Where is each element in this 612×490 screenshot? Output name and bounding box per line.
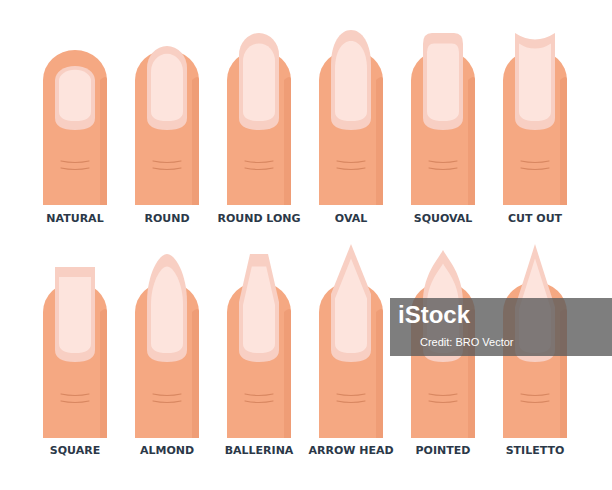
nail-shape <box>331 244 371 362</box>
nail-shape <box>331 30 371 130</box>
finger-shade <box>284 309 291 438</box>
finger-illustration <box>411 33 475 205</box>
knuckle-line <box>61 401 89 403</box>
finger-shade <box>100 77 107 205</box>
shape-label: ROUND LONG <box>217 212 300 225</box>
knuckle-line <box>245 401 273 403</box>
knuckle-line <box>429 168 457 170</box>
finger-illustration <box>227 254 291 438</box>
shape-label: BALLERINA <box>225 444 294 457</box>
nail-highlight <box>243 43 275 121</box>
nail-highlight <box>335 259 367 353</box>
nail-shape <box>147 254 187 362</box>
finger-shade <box>192 77 199 205</box>
nail-highlight <box>59 70 91 121</box>
knuckle-line <box>61 394 89 396</box>
shape-label: SQUARE <box>50 444 100 457</box>
watermark-text: iStock <box>398 302 470 328</box>
knuckle-line <box>521 161 549 163</box>
shape-label: STILETTO <box>506 444 565 457</box>
knuckle-line <box>337 401 365 403</box>
knuckle-line <box>521 401 549 403</box>
shape-label: ROUND <box>144 212 189 225</box>
finger-illustration <box>503 33 567 205</box>
finger-illustration <box>135 254 199 438</box>
nail-shape <box>515 33 555 130</box>
finger-illustration <box>43 50 107 205</box>
watermark-band <box>390 298 612 356</box>
nail-highlight <box>59 277 91 353</box>
knuckle-line <box>521 394 549 396</box>
knuckle-line <box>521 168 549 170</box>
watermark-text: Credit: BRO Vector <box>420 336 514 348</box>
knuckle-line <box>337 168 365 170</box>
nail-highlight <box>243 267 275 353</box>
nail-highlight <box>151 267 183 353</box>
finger-shade <box>376 77 383 205</box>
nail-shape <box>55 267 95 362</box>
finger-shade <box>100 309 107 438</box>
knuckle-line <box>61 168 89 170</box>
finger-shade <box>284 77 291 205</box>
knuckle-line <box>429 161 457 163</box>
finger-illustration <box>319 244 383 438</box>
finger-shade <box>468 77 475 205</box>
nail-shape <box>147 46 187 130</box>
shape-label: ARROW HEAD <box>308 444 393 457</box>
knuckle-line <box>429 401 457 403</box>
finger-shade <box>376 309 383 438</box>
knuckle-line <box>153 401 181 403</box>
knuckle-line <box>153 168 181 170</box>
knuckle-line <box>429 394 457 396</box>
finger-shade <box>560 77 567 205</box>
shape-label: OVAL <box>335 212 367 225</box>
finger-shade <box>192 309 199 438</box>
shape-label: ALMOND <box>140 444 194 457</box>
nail-shape <box>55 66 95 130</box>
finger-illustration <box>43 267 107 438</box>
finger-illustration <box>319 30 383 205</box>
shape-label: SQUOVAL <box>414 212 473 225</box>
nail-highlight <box>151 54 183 121</box>
nail-shape <box>423 33 463 130</box>
knuckle-line <box>153 161 181 163</box>
knuckle-line <box>245 394 273 396</box>
finger <box>43 50 107 205</box>
knuckle-line <box>245 161 273 163</box>
nail-highlight <box>427 43 459 121</box>
finger-illustration <box>135 46 199 205</box>
knuckle-line <box>153 394 181 396</box>
nail-shape <box>239 33 279 130</box>
shape-label: POINTED <box>416 444 471 457</box>
knuckle-line <box>337 394 365 396</box>
nail-shape <box>239 254 279 362</box>
shape-label: CUT OUT <box>508 212 562 225</box>
finger-illustration <box>227 33 291 205</box>
knuckle-line <box>245 168 273 170</box>
nail-highlight <box>519 43 551 121</box>
nail-highlight <box>335 41 367 121</box>
knuckle-line <box>337 161 365 163</box>
shape-label: NATURAL <box>46 212 103 225</box>
knuckle-line <box>61 161 89 163</box>
